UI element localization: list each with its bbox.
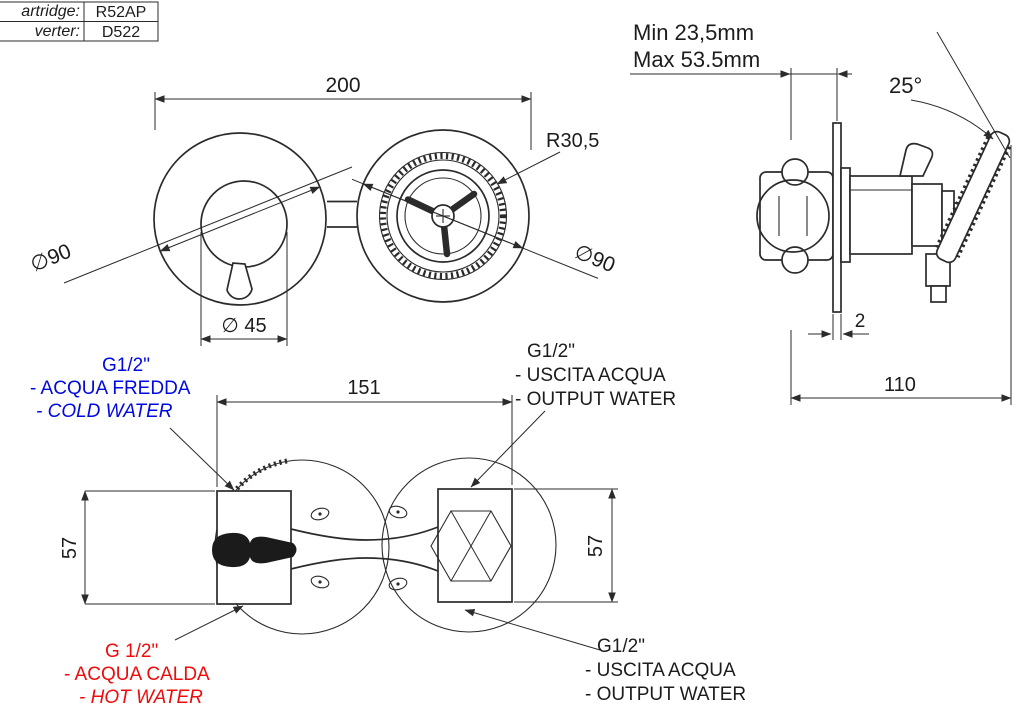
right-dia-arrow-2 [362, 183, 444, 217]
diverter-lever [898, 142, 934, 177]
hot-leader [174, 605, 244, 641]
screw-dot-3 [318, 580, 322, 584]
cold-name-en: - COLD WATER [36, 401, 173, 422]
right-valve-body [437, 488, 513, 603]
wheel-ring-outer [396, 169, 490, 263]
cartridge-value: R52AP [96, 4, 147, 21]
hot-thread-label: G 1/2" [105, 641, 158, 662]
diverter-value: D522 [102, 24, 140, 41]
cold-leader [169, 427, 235, 491]
handwheel-knurl-right [955, 145, 1012, 258]
angle-reference-line [936, 31, 1011, 159]
handwheel-knurl-left [934, 136, 991, 249]
dim-overall-width: 200 [325, 74, 360, 97]
cartridge-label: artridge: [21, 3, 80, 20]
cold-thread-label: G1/2" [102, 355, 150, 376]
bar-bottom-profile [290, 557, 439, 572]
right-dia-arrow-1 [442, 215, 524, 249]
dim-valve-spacing: 151 [347, 377, 380, 399]
front-view: 200 R30,5 ∅90 ∅90 ∅ 45 [27, 74, 618, 346]
left-dia-arrow-2 [159, 218, 241, 252]
left-dia-line [63, 166, 353, 284]
dim-max-recess: Max 53.5mm [633, 47, 760, 72]
knurl-ticks [380, 153, 506, 279]
lever-cross-section [212, 532, 297, 568]
screw-dot-4 [396, 582, 400, 586]
hot-name-it: - ACQUA CALDA [64, 664, 210, 685]
knurl-inner-ring [386, 159, 500, 273]
recessed-body-ear-top [781, 158, 809, 186]
section-knurl-arc [217, 458, 288, 518]
dim-min-recess: Min 23,5mm [633, 20, 754, 45]
bar-top-profile [290, 526, 439, 541]
left-knob-inner-circle [200, 180, 288, 268]
screw-dot-2 [396, 510, 400, 514]
angle-arc [910, 99, 994, 140]
title-block: artridge: R52AP verter: D522 [0, 1, 159, 42]
screw-boss-1 [310, 507, 330, 521]
screw-boss-4 [388, 577, 408, 591]
valve-neck [911, 183, 943, 247]
recessed-body-cylinder [756, 179, 830, 253]
dim-inner-knob-diameter: ∅ 45 [221, 315, 266, 337]
output-top-leader [470, 410, 546, 488]
output-bottom-name-it: - USCITA ACQUA [585, 660, 736, 681]
knurl-outer-ring [378, 151, 508, 281]
dim-right-knob-diameter: ∅90 [571, 240, 618, 277]
recessed-body-ear-bottom [781, 246, 809, 274]
screw-boss-2 [388, 505, 408, 519]
hot-name-en: - HOT WATER [79, 687, 203, 708]
outlet-tip [930, 285, 947, 303]
output-top-name-en: - OUTPUT WATER [515, 389, 676, 410]
screw-boss-3 [310, 575, 330, 589]
section-view: 151 57 57 [59, 377, 618, 635]
output-bottom-thread-label: G1/2" [597, 636, 645, 657]
dim-handle-radius: R30,5 [546, 130, 599, 152]
dim-handle-angle: 25° [889, 73, 922, 98]
escutcheon-flange [840, 167, 851, 263]
hex-diagonal-2 [450, 510, 492, 582]
dim-left-body-height: 57 [59, 537, 81, 559]
port-labels: G1/2" - ACQUA FREDDA - COLD WATER G1/2" … [30, 341, 746, 708]
left-dia-arrow-1 [239, 186, 321, 220]
side-view: Min 23,5mm Max 53.5mm 25° 2 110 [630, 20, 1012, 405]
diverter-label: verter: [35, 23, 80, 40]
dim-overall-depth: 110 [884, 374, 916, 396]
wheel-ring-inner [404, 177, 482, 255]
radius-leader [496, 151, 561, 185]
tilted-handwheel [934, 130, 1012, 264]
left-knob-lever [226, 262, 253, 300]
screw-dot-1 [318, 512, 322, 516]
dim-right-body-height: 57 [585, 535, 607, 557]
right-knob-outer-circle [356, 129, 530, 303]
section-right-circle [381, 457, 557, 633]
output-bottom-leader [464, 609, 601, 651]
valve-body-cylinder [849, 175, 913, 255]
cold-name-it: - ACQUA FREDDA [30, 378, 191, 399]
output-bottom-name-en: - OUTPUT WATER [585, 684, 746, 705]
output-top-thread-label: G1/2" [527, 341, 575, 362]
output-top-name-it: - USCITA ACQUA [515, 365, 666, 386]
dim-left-knob-diameter: ∅90 [27, 240, 74, 277]
dim-plate-thickness: 2 [855, 311, 866, 332]
wall-plate [832, 122, 842, 313]
left-knob-outer-circle [153, 132, 327, 306]
